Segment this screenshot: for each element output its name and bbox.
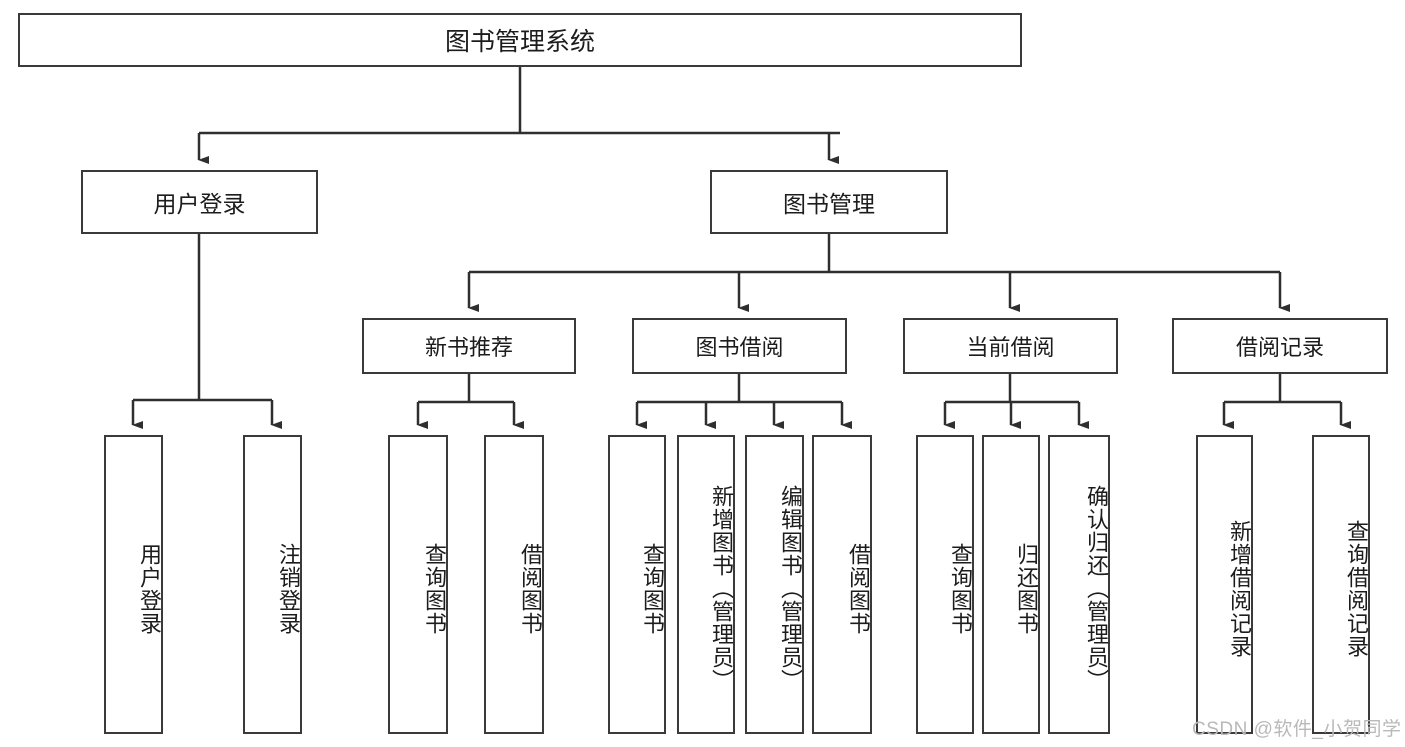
leaf-query-book-current[interactable]: 查询图书 [916,435,974,734]
leaf-confirm-return-admin[interactable]: 确认归还（管理员） [1048,435,1110,734]
leaf-return-book[interactable]: 归还图书 [982,435,1040,734]
node-current-borrow[interactable]: 当前借阅 [903,318,1118,374]
leaf-borrow-book[interactable]: 借阅图书 [812,435,872,734]
node-user-login-label: 用户登录 [153,191,246,217]
node-borrow-record[interactable]: 借阅记录 [1172,318,1388,374]
node-current-borrow-label: 当前借阅 [966,335,1055,360]
node-root[interactable]: 图书管理系统 [18,13,1022,67]
leaf-add-borrow-record[interactable]: 新增借阅记录 [1196,435,1253,734]
node-new-book-recommend[interactable]: 新书推荐 [362,318,576,374]
node-new-book-recommend-label: 新书推荐 [424,335,513,360]
node-book-borrow-label: 图书借阅 [695,335,784,360]
leaf-edit-book-admin[interactable]: 编辑图书（管理员） [745,435,804,734]
node-user-login[interactable]: 用户登录 [81,170,318,234]
node-book-management[interactable]: 图书管理 [710,170,948,234]
node-root-label: 图书管理系统 [444,28,595,56]
leaf-query-book-borrow[interactable]: 查询图书 [608,435,666,734]
node-borrow-record-label: 借阅记录 [1235,335,1324,360]
leaf-query-book-recommend[interactable]: 查询图书 [388,435,448,734]
leaf-user-login[interactable]: 用户登录 [104,435,163,734]
csdn-watermark: CSDN @软件_小贺同学 [1192,719,1402,740]
node-book-management-label: 图书管理 [783,191,875,217]
node-book-borrow[interactable]: 图书借阅 [632,318,847,374]
leaf-add-book-admin[interactable]: 新增图书（管理员） [677,435,735,734]
leaf-query-borrow-record[interactable]: 查询借阅记录 [1312,435,1370,734]
leaf-borrow-book-recommend[interactable]: 借阅图书 [484,435,544,734]
leaf-logout[interactable]: 注销登录 [243,435,302,734]
